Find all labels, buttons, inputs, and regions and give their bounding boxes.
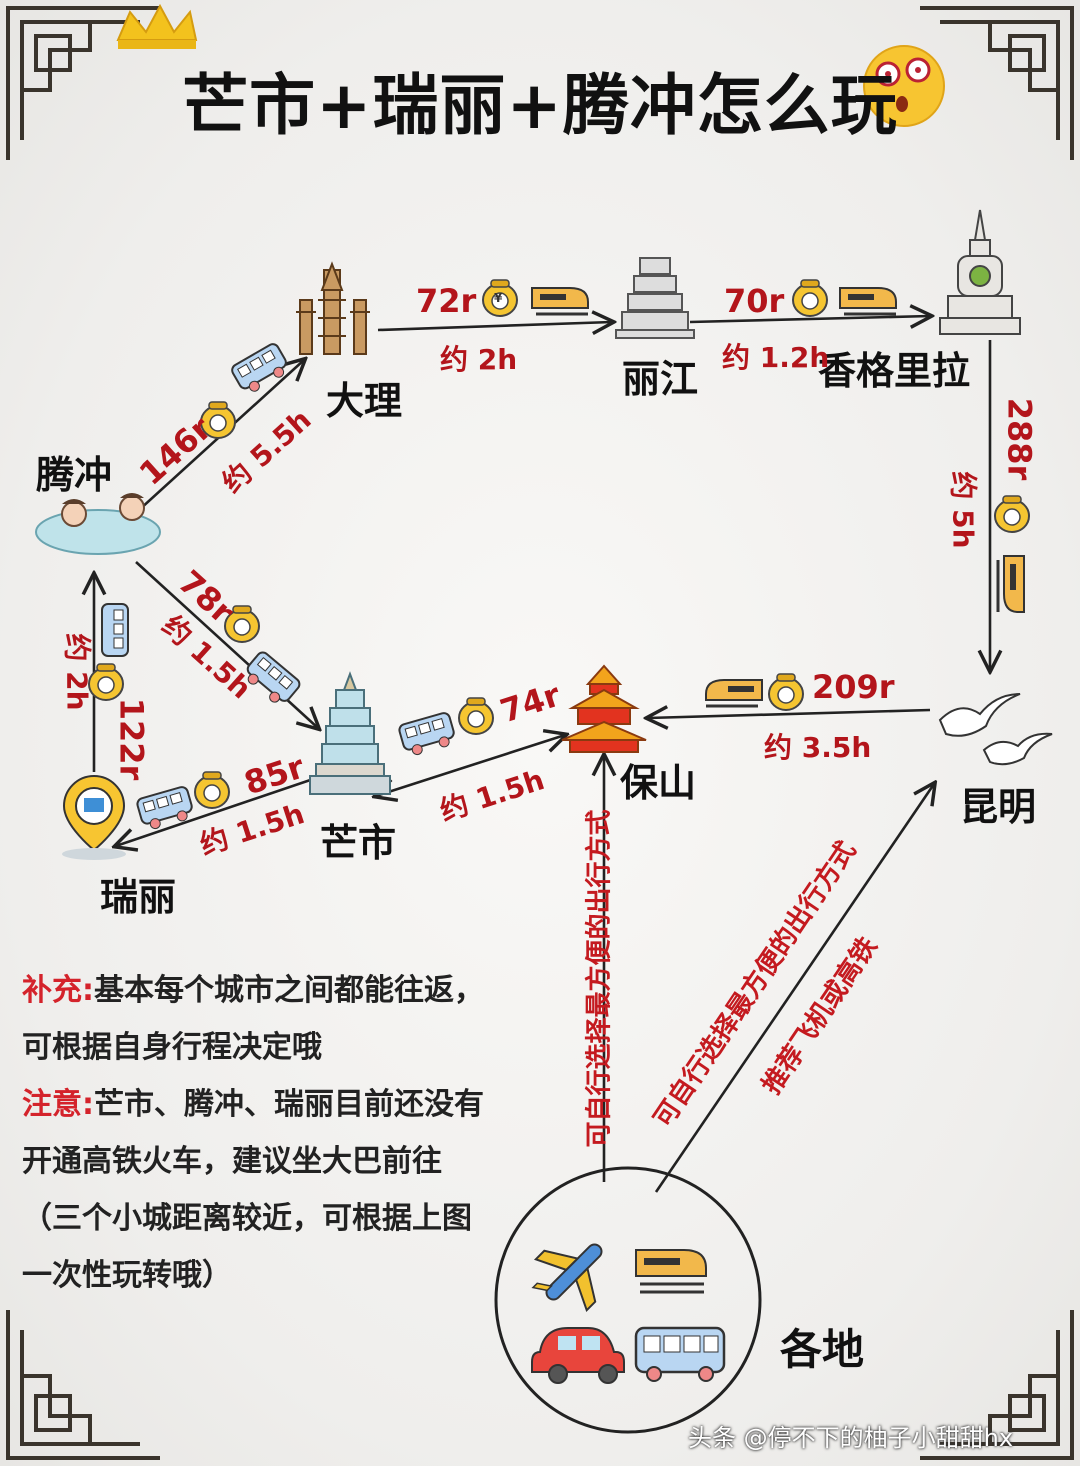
money-bag-icon: [768, 673, 804, 711]
dizzy-face-icon: [863, 45, 945, 127]
city-kunming: 昆明: [960, 785, 1037, 829]
note-supplement-text: 基本每个城市之间都能往返，可根据自身行程决定哦: [22, 973, 484, 1065]
money-bag-icon: [482, 279, 518, 317]
bus-icon: [634, 1326, 726, 1382]
city-dali: 大理: [326, 379, 403, 423]
money-symbol: ¥: [494, 291, 503, 305]
time-dali-lijiang: 约 2h: [440, 343, 518, 376]
train-icon: [635, 1249, 707, 1294]
bus-icon: [246, 651, 301, 703]
watermark: 头条 @停不下的柚子小甜甜hx: [688, 1424, 1014, 1452]
bus-icon: [231, 343, 287, 392]
money-bag-icon: [200, 401, 236, 439]
line-dali-lijiang: [377, 322, 612, 330]
lijiang-tower-icon: [615, 257, 695, 339]
airplane-icon: [531, 1243, 603, 1313]
hot-spring-icon: [35, 493, 161, 555]
bus-icon: [398, 712, 455, 756]
money-bag-icon: [88, 663, 124, 701]
ruili-location-pin-icon: [62, 774, 126, 860]
city-everywhere: 各地: [780, 1325, 865, 1374]
note-attention: 注意:芒市、腾冲、瑞丽目前还没有开通高铁火车，建议坐大巴前往（三个小城距离较近，…: [22, 1076, 492, 1304]
money-bag-icon: [458, 697, 494, 735]
train-icon: [996, 555, 1025, 613]
everywhere-circle: [494, 1166, 762, 1434]
train-icon: [705, 679, 763, 708]
line-tengchong-dali: [127, 360, 304, 521]
time-ruili-tengchong: 约 2h: [60, 633, 94, 711]
city-tengchong: 腾冲: [36, 453, 113, 497]
advice-baoshan: 可自行选择最方便的出行方式: [584, 809, 615, 1148]
price-shangrila-kunming: 288r: [1000, 397, 1039, 481]
city-lijiang: 丽江: [622, 357, 699, 401]
note-attention-text: 芒市、腾冲、瑞丽目前还没有开通高铁火车，建议坐大巴前往（三个小城距离较近，可根据…: [22, 1087, 484, 1293]
bus-icon: [101, 603, 129, 657]
price-ruili-tengchong: 122r: [112, 697, 151, 781]
page-title: 芒市+瑞丽+腾冲怎么玩: [182, 67, 898, 144]
city-baoshan: 保山: [620, 761, 697, 805]
line-kunming-baoshan: [648, 710, 931, 718]
money-bag-icon: [194, 771, 230, 809]
line-lijiang-shangrila: [689, 316, 930, 322]
money-bag-icon: [994, 495, 1030, 533]
train-icon: [839, 287, 897, 316]
dali-pagoda-icon: [296, 261, 370, 355]
money-bag-icon: [224, 605, 260, 643]
price-dali-lijiang: 72r: [416, 282, 477, 320]
corner-ornament-icon: [6, 6, 1074, 1460]
city-shangrila: 香格里拉: [818, 349, 971, 393]
bus-icon: [136, 786, 193, 830]
time-kunming-baoshan: 约 3.5h: [764, 731, 872, 764]
seagull-icon: [938, 693, 1053, 766]
baoshan-pavilion-icon: [561, 664, 647, 753]
line-tengchong-mangshi: [135, 561, 318, 728]
time-shangrila-kunming: 约 5h: [946, 471, 980, 549]
city-ruili: 瑞丽: [100, 875, 177, 919]
note-supplement-key: 补充:: [22, 973, 94, 1008]
mangshi-pagoda-icon: [309, 671, 391, 795]
line-mangshi-ruili: [116, 772, 329, 846]
train-icon: [531, 287, 589, 316]
note-attention-key: 注意:: [22, 1087, 94, 1122]
car-icon: [531, 1327, 625, 1384]
price-lijiang-shangrila: 70r: [724, 282, 785, 320]
shangrila-stupa-icon: [939, 209, 1021, 335]
line-everywhere-kunming: [654, 784, 934, 1193]
note-supplement: 补充:基本每个城市之间都能往返，可根据自身行程决定哦: [22, 962, 492, 1076]
city-mangshi: 芒市: [320, 821, 397, 865]
crown-icon: [116, 3, 198, 49]
money-bag-icon: [792, 279, 828, 317]
price-kunming-baoshan: 209r: [812, 668, 895, 706]
line-mangshi-baoshan: [376, 735, 565, 796]
time-lijiang-shangrila: 约 1.2h: [722, 341, 830, 374]
